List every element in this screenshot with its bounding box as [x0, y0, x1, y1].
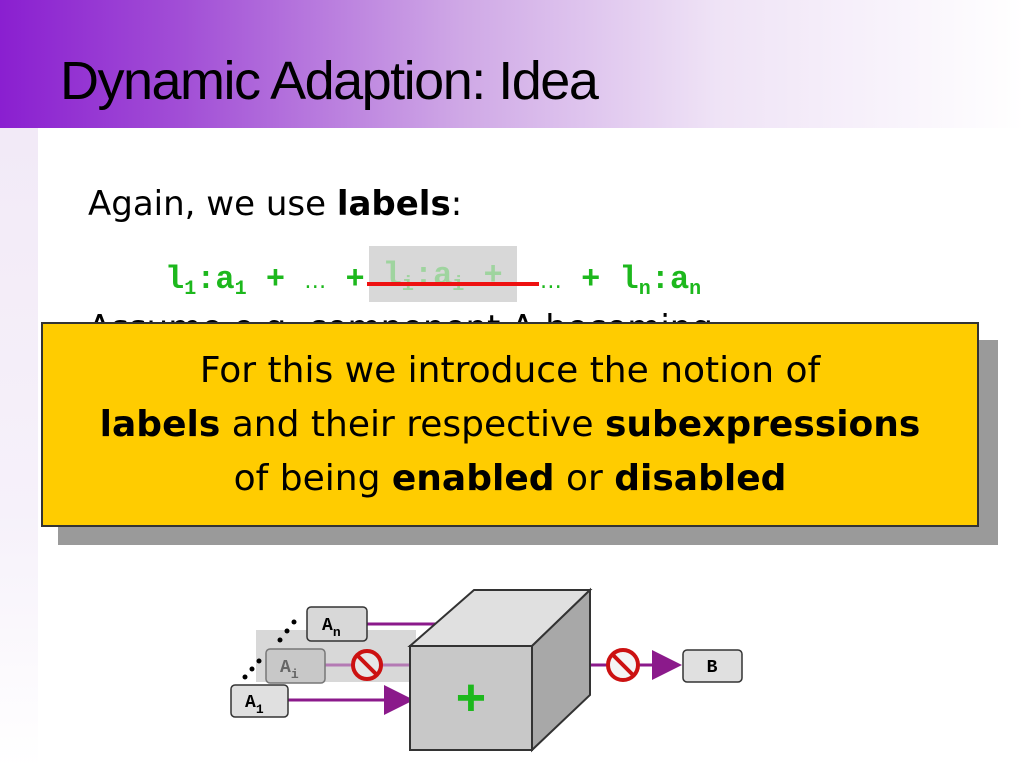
node-an: An	[306, 606, 368, 642]
plus-sign: +	[345, 261, 365, 298]
node-b: B	[682, 649, 743, 683]
intro-text: Again, we use	[88, 184, 337, 224]
operator-plus: +	[455, 672, 486, 731]
strikethrough-line	[366, 282, 539, 286]
callout-line-2: labels and their respective subexpressio…	[99, 403, 921, 445]
plus-sign: +	[581, 261, 601, 298]
callout-line-3: of being enabled or disabled	[233, 457, 787, 499]
callout-box: For this we introduce the notion of labe…	[41, 322, 979, 527]
svg-text:A1: A1	[245, 693, 264, 717]
ellipsis: …	[304, 269, 327, 294]
disabled-term-li: li:ai +	[366, 246, 539, 302]
plus-sign: +	[265, 261, 286, 298]
slide-title: Dynamic Adaption: Idea	[60, 51, 599, 111]
forbidden-icon	[351, 649, 383, 681]
term-ln: ln:an	[619, 261, 702, 301]
svg-text:An: An	[322, 616, 341, 640]
plus-sign: +	[483, 257, 503, 294]
dots-upper	[277, 619, 297, 643]
title-background-band	[0, 0, 1024, 128]
ellipsis: …	[539, 269, 562, 294]
term-l1: l1:a1	[165, 261, 247, 301]
node-ai: Ai	[265, 648, 326, 684]
cube-front	[409, 645, 533, 751]
node-a1: A1	[230, 684, 289, 718]
label-formula: l1:a1 + … +li:ai + … + ln:an	[165, 246, 702, 306]
forbidden-icon	[606, 648, 640, 682]
side-background-band	[0, 128, 38, 768]
intro-suffix: :	[450, 184, 463, 224]
svg-text:B: B	[707, 658, 718, 678]
svg-text:Ai: Ai	[280, 658, 299, 682]
intro-line: Again, we use labels:	[88, 184, 462, 225]
intro-bold-labels: labels	[336, 184, 451, 224]
dots-lower	[242, 658, 262, 680]
callout-line-1: For this we introduce the notion of	[199, 349, 821, 391]
